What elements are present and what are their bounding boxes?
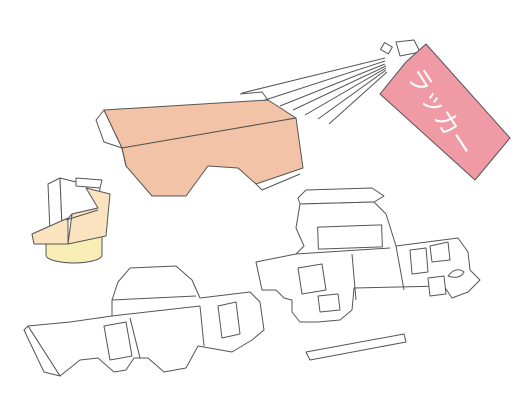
spray-mist-lines: [241, 57, 388, 125]
spray-can-body: [379, 43, 511, 181]
paper-net-left: [23, 265, 265, 377]
lacquer-spray-can: ラッカー: [379, 39, 511, 181]
paper-net-right: [255, 187, 481, 323]
painted-model-body: [95, 91, 304, 197]
small-model-on-tape: [31, 177, 111, 264]
paper-strip: [305, 333, 407, 361]
